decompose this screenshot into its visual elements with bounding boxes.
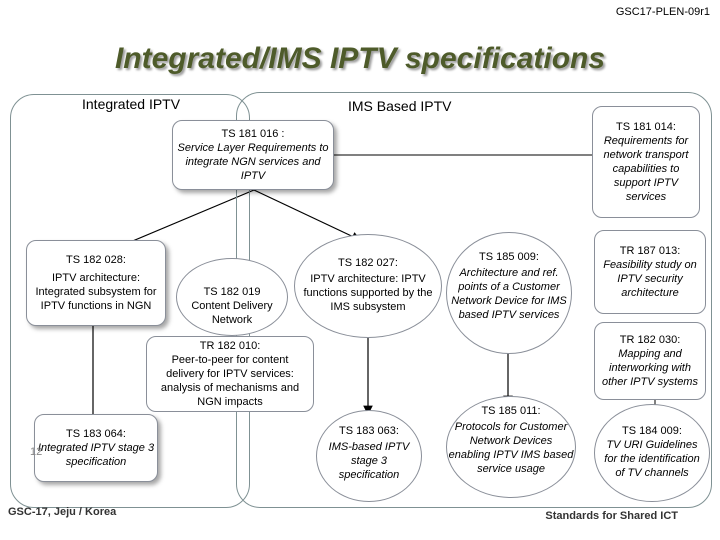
spec-description: IPTV architecture: Integrated subsystem … <box>35 272 157 312</box>
arrow-181016-to-182028 <box>114 189 255 250</box>
spec-code: TS 184 009: <box>622 425 682 437</box>
spec-ts-181-014: TS 181 014: Requirements for network tra… <box>592 106 700 218</box>
spec-ts-183-063: TS 183 063: IMS-based IPTV stage 3 speci… <box>318 424 420 482</box>
spec-code: TS 183 064: <box>66 428 126 440</box>
spec-description: Requirements for network transport capab… <box>603 135 689 203</box>
spec-ts-184-009: TS 184 009: TV URI Guidelines for the id… <box>596 424 708 480</box>
spec-ts-182-027: TS 182 027: IPTV architecture: IPTV func… <box>296 256 440 314</box>
spec-ts-182-019: TS 182 019 Content Delivery Network <box>176 285 288 327</box>
document-reference: GSC17-PLEN-09r1 <box>615 6 710 18</box>
spec-ts-185-009: TS 185 009: Architecture and ref. points… <box>448 250 570 322</box>
spec-code: TR 182 030: <box>619 334 681 346</box>
spec-code: TS 185 009: <box>479 251 539 263</box>
spec-description: Service Layer Requirements to integrate … <box>177 142 329 182</box>
spec-description: Protocols for Customer Network Devices e… <box>448 421 574 475</box>
spec-code: TS 181 016 : <box>221 128 285 140</box>
spec-description: Mapping and interworking with other IPTV… <box>602 348 698 388</box>
spec-code: TS 181 014: <box>616 121 676 133</box>
spec-tr-182-030: TR 182 030: Mapping and interworking wit… <box>594 322 706 400</box>
spec-ts-181-016: TS 181 016 : Service Layer Requirements … <box>172 120 334 190</box>
spec-ts-183-063-outline <box>316 410 422 502</box>
spec-description: IPTV architecture: IPTV functions suppor… <box>303 273 433 313</box>
page-title: Integrated/IMS IPTV specifications <box>114 42 606 75</box>
spec-ts-185-011-outline <box>446 396 576 498</box>
footer-venue: GSC-17, Jeju / Korea <box>8 506 117 518</box>
spec-code: TR 182 010: <box>199 340 261 352</box>
footer-tagline: Standards for Shared ICT <box>545 510 678 522</box>
integrated-iptv-label: Integrated IPTV <box>82 96 181 112</box>
ims-iptv-label: IMS Based IPTV <box>348 98 452 114</box>
arrow-181016-to-182027 <box>253 189 362 241</box>
spec-code: TS 182 019 <box>203 286 261 298</box>
spec-description: Peer-to-peer for content delivery for IP… <box>160 354 300 408</box>
spec-tr-187-013: TR 187 013: Feasibility study on IPTV se… <box>594 230 706 314</box>
spec-ts-182-028: TS 182 028: IPTV architecture: Integrate… <box>26 240 166 326</box>
spec-ts-185-011: TS 185 011: Protocols for Customer Netwo… <box>448 404 574 476</box>
spec-code: TS 182 027: <box>338 257 398 269</box>
spec-description: Architecture and ref. points of a Custom… <box>451 267 567 321</box>
spec-description: IMS-based IPTV stage 3 specification <box>328 441 410 481</box>
spec-description: Integrated IPTV stage 3 specification <box>37 442 155 468</box>
spec-ts-185-009-outline <box>446 232 572 354</box>
spec-code: TR 187 013: <box>619 245 681 257</box>
spec-description: TV URI Guidelines for the identification… <box>604 439 700 479</box>
spec-ts-182-019-outline <box>176 258 288 336</box>
spec-description: Content Delivery Network <box>191 300 273 326</box>
spec-code: TS 182 028: <box>66 254 126 266</box>
spec-ts-182-027-outline <box>294 234 442 338</box>
spec-code: TS 183 063: <box>339 425 399 437</box>
spec-ts-183-064: TS 183 064: Integrated IPTV stage 3 spec… <box>34 414 158 482</box>
page-number: 12 <box>30 446 43 458</box>
spec-code: TS 185 011: <box>481 405 541 417</box>
spec-ts-184-009-outline <box>594 404 710 502</box>
spec-tr-182-010: TR 182 010: Peer-to-peer for content del… <box>146 336 314 412</box>
spec-description: Feasibility study on IPTV security archi… <box>603 259 697 299</box>
